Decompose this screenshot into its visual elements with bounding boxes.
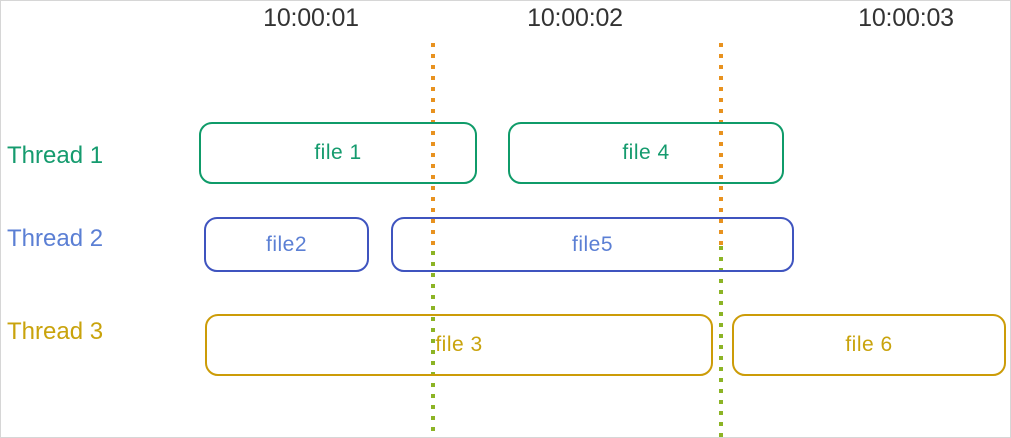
task-box-file2[interactable]: file2 (204, 217, 369, 272)
task-label-file2: file2 (265, 232, 308, 256)
task-label-file5: file5 (571, 232, 614, 256)
guide-line-2-upper-segment (719, 43, 723, 246)
guide-line-1-upper-segment (431, 43, 435, 251)
task-label-file-1: file 1 (314, 141, 362, 164)
thread-label-2: Thread 2 (7, 225, 104, 252)
guide-line-1-lower-segment (431, 251, 435, 437)
guide-line-1 (431, 43, 435, 437)
time-tick-2: 10:00:02 (527, 4, 623, 32)
thread-label-1: Thread 1 (7, 142, 104, 169)
task-label-file-6: file 6 (845, 333, 893, 356)
task-box-file-6[interactable]: file 6 (732, 314, 1006, 376)
guide-line-2-lower-segment (719, 246, 723, 437)
task-box-file5[interactable]: file5 (391, 217, 794, 272)
time-tick-3: 10:00:03 (858, 4, 954, 32)
guide-line-2 (719, 43, 723, 437)
task-box-file-3[interactable]: file 3 (205, 314, 713, 376)
time-tick-1: 10:00:01 (263, 4, 359, 32)
task-box-file-4[interactable]: file 4 (508, 122, 784, 184)
task-label-file-3: file 3 (435, 333, 483, 356)
thread-label-3: Thread 3 (7, 318, 104, 345)
task-box-file-1[interactable]: file 1 (199, 122, 477, 184)
task-label-file-4: file 4 (622, 141, 670, 164)
